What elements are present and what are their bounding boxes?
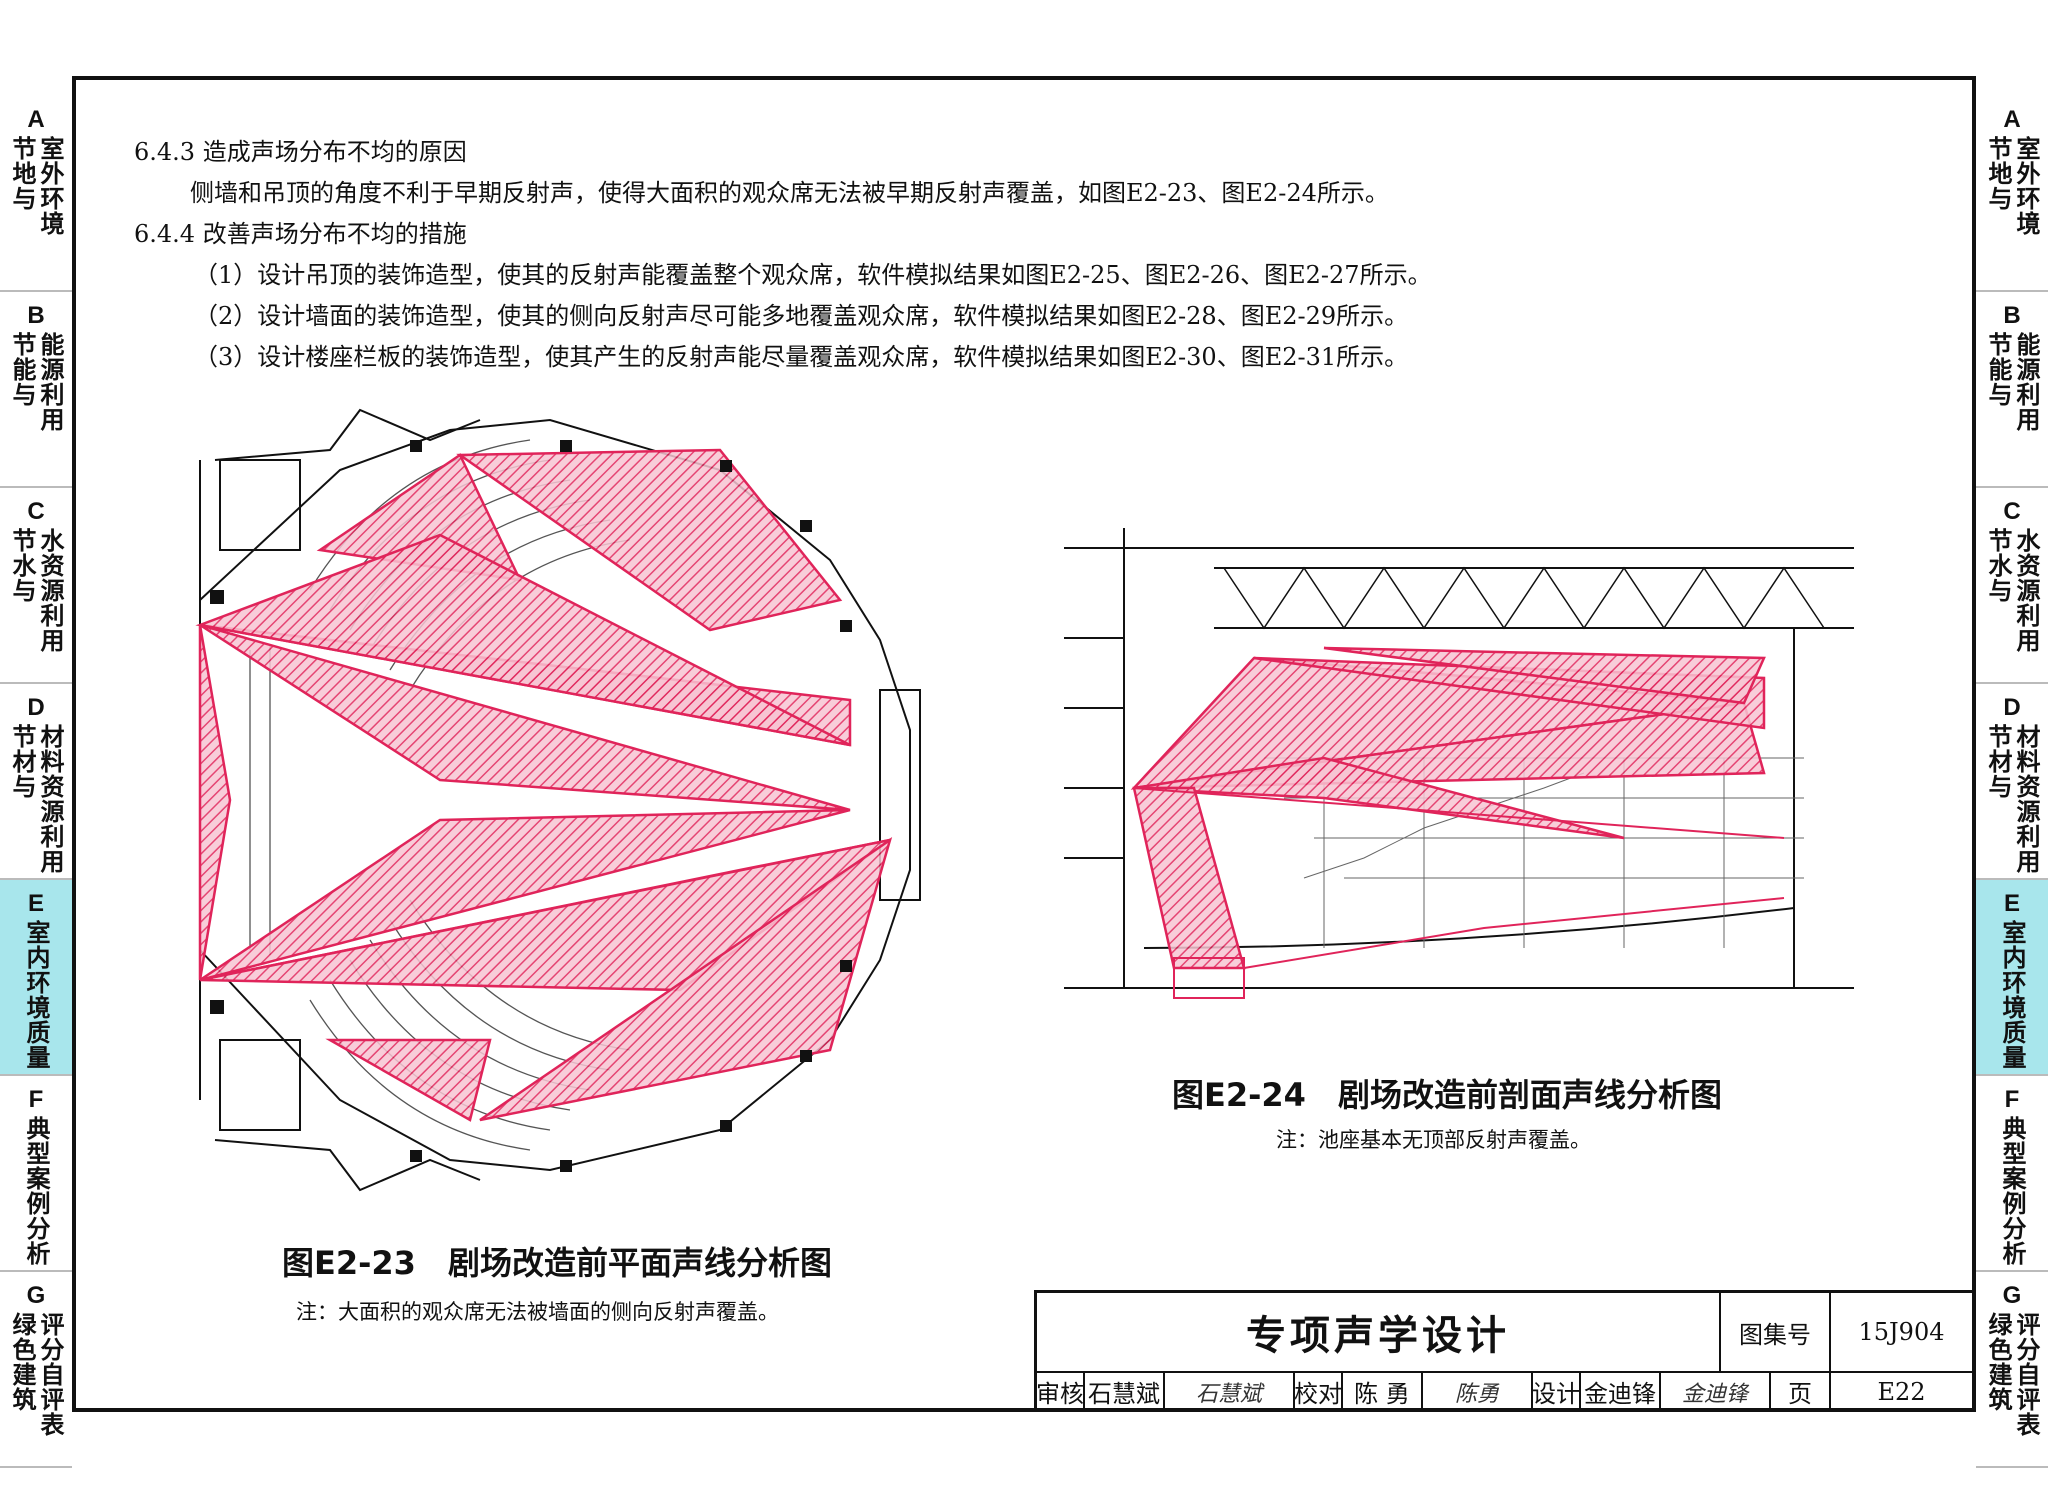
tab-b[interactable]: B 能源利用节能与 <box>1976 292 2048 488</box>
tab-letter: F <box>28 1086 44 1113</box>
page-number: E22 <box>1831 1373 1974 1412</box>
tab-label: 室外环境 <box>2012 136 2040 236</box>
tab-label-sub: 节地与 <box>8 136 36 211</box>
plan-sound-ray-drawing <box>195 408 921 1192</box>
tab-label: 材料资源利用 <box>36 724 64 874</box>
tab-label-sub: 节水与 <box>8 528 36 603</box>
paragraph-6-4-3: 侧墙和吊顶的角度不利于早期反射声，使得大面积的观众席无法被早期反射声覆盖，如图E… <box>190 179 1389 207</box>
heading-6-4-3: 6.4.3 造成声场分布不均的原因 <box>134 138 467 166</box>
review-name: 石慧斌 <box>1085 1373 1165 1412</box>
atlas-no-label: 图集号 <box>1721 1293 1831 1373</box>
tab-label-sub: 绿色建筑 <box>1984 1312 2012 1412</box>
tab-b[interactable]: B 能源利用节能与 <box>0 292 72 488</box>
tab-e[interactable]: E 室内环境质量 <box>0 880 72 1076</box>
tab-label: 室内环境质量 <box>1998 920 2026 1070</box>
tab-letter: G <box>2002 1282 2022 1309</box>
tab-a[interactable]: A 室外环境节地与 <box>0 96 72 292</box>
tab-d[interactable]: D 材料资源利用节材与 <box>1976 684 2048 880</box>
body-text: 6.4.3 造成声场分布不均的原因 侧墙和吊顶的角度不利于早期反射声，使得大面积… <box>134 132 1634 378</box>
right-side-tabs: A 室外环境节地与 B 能源利用节能与 C 水资源利用节水与 D 材料资源利用节材与 E… <box>1976 96 2048 1468</box>
tab-c[interactable]: C 水资源利用节水与 <box>0 488 72 684</box>
tab-f[interactable]: F 典型案例分析 <box>1976 1076 2048 1272</box>
left-side-tabs: A 室外环境节地与 B 能源利用节能与 C 水资源利用节水与 D 材料资源利用节材与 E… <box>0 96 72 1468</box>
tab-label-sub: 节地与 <box>1984 136 2012 211</box>
tab-letter: C <box>27 498 45 525</box>
tab-label: 评分自评表 <box>36 1312 64 1437</box>
figure-24-note: 注：池座基本无顶部反射声覆盖。 <box>1276 1128 1591 1152</box>
design-label: 设计 <box>1532 1373 1581 1412</box>
tab-letter: B <box>2003 302 2021 329</box>
tab-letter: C <box>2003 498 2021 525</box>
tab-letter: E <box>2003 890 2020 917</box>
title-block: 专项声学设计 图集号 15J904 审核 石慧斌 石慧斌 校对 陈 勇 陈勇 设… <box>1034 1290 1974 1412</box>
tab-label-sub: 节能与 <box>8 332 36 407</box>
tab-c[interactable]: C 水资源利用节水与 <box>1976 488 2048 684</box>
tab-letter: D <box>2003 694 2021 721</box>
figure-24-caption: 图E2-24 剧场改造前剖面声线分析图 <box>1172 1076 1722 1114</box>
figure-23-caption: 图E2-23 剧场改造前平面声线分析图 <box>282 1244 832 1282</box>
tab-g[interactable]: G 评分自评表绿色建筑 <box>0 1272 72 1468</box>
measure-2: （2）设计墙面的装饰造型，使其的侧向反射声尽可能多地覆盖观众席，软件模拟结果如图… <box>194 302 1409 330</box>
tab-letter: F <box>2004 1086 2020 1113</box>
tab-g[interactable]: G 评分自评表绿色建筑 <box>1976 1272 2048 1468</box>
review-signature: 石慧斌 <box>1165 1373 1295 1412</box>
design-signature: 金迪锋 <box>1661 1373 1771 1412</box>
page-frame <box>72 76 1976 1412</box>
tab-letter: D <box>27 694 45 721</box>
tab-label: 室内环境质量 <box>22 920 50 1070</box>
measure-1: （1）设计吊顶的装饰造型，使其的反射声能覆盖整个观众席，软件模拟结果如图E2-2… <box>194 261 1432 289</box>
check-name: 陈 勇 <box>1343 1373 1423 1412</box>
tab-f[interactable]: F 典型案例分析 <box>0 1076 72 1272</box>
tab-label: 室外环境 <box>36 136 64 236</box>
tab-label: 典型案例分析 <box>22 1116 50 1266</box>
tab-letter: B <box>27 302 45 329</box>
check-label: 校对 <box>1294 1373 1343 1412</box>
tab-label-sub: 节材与 <box>1984 724 2012 799</box>
review-label: 审核 <box>1036 1373 1085 1412</box>
tab-label: 能源利用 <box>36 332 64 432</box>
tab-label: 水资源利用 <box>36 528 64 653</box>
design-name: 金迪锋 <box>1581 1373 1661 1412</box>
tab-label: 典型案例分析 <box>1998 1116 2026 1266</box>
page-label: 页 <box>1771 1373 1831 1412</box>
tab-label: 材料资源利用 <box>2012 724 2040 874</box>
tab-e[interactable]: E 室内环境质量 <box>1976 880 2048 1076</box>
atlas-no: 15J904 <box>1831 1293 1974 1373</box>
tab-letter: E <box>27 890 44 917</box>
tab-d[interactable]: D 材料资源利用节材与 <box>0 684 72 880</box>
tab-label-sub: 节材与 <box>8 724 36 799</box>
tab-label: 评分自评表 <box>2012 1312 2040 1437</box>
tab-label-sub: 节水与 <box>1984 528 2012 603</box>
tab-label-sub: 绿色建筑 <box>8 1312 36 1412</box>
tab-letter: G <box>26 1282 46 1309</box>
check-signature: 陈勇 <box>1423 1373 1533 1412</box>
heading-6-4-4: 6.4.4 改善声场分布不均的措施 <box>134 220 467 248</box>
tab-letter: A <box>27 106 45 133</box>
tab-a[interactable]: A 室外环境节地与 <box>1976 96 2048 292</box>
figure-23-note: 注：大面积的观众席无法被墙面的侧向反射声覆盖。 <box>296 1300 779 1324</box>
tab-label-sub: 节能与 <box>1984 332 2012 407</box>
tab-label: 水资源利用 <box>2012 528 2040 653</box>
tab-label: 能源利用 <box>2012 332 2040 432</box>
drawing-title: 专项声学设计 <box>1037 1293 1721 1373</box>
section-sound-ray-drawing <box>1064 528 1854 999</box>
tab-letter: A <box>2003 106 2021 133</box>
measure-3: （3）设计楼座栏板的装饰造型，使其产生的反射声能尽量覆盖观众席，软件模拟结果如图… <box>194 343 1409 371</box>
